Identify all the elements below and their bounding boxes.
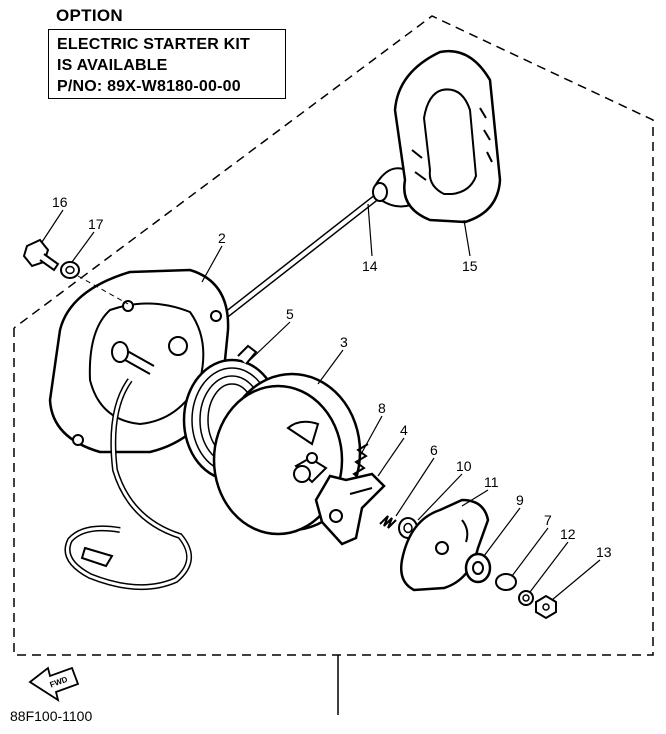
callout-14: 14: [362, 258, 378, 274]
callout-5: 5: [286, 306, 294, 322]
plain-washer: [495, 573, 517, 591]
callout-3: 3: [340, 334, 348, 350]
callout-2: 2: [218, 230, 226, 246]
return-spring: [379, 515, 397, 529]
option-heading: OPTION: [56, 6, 123, 25]
callout-10: 10: [456, 458, 472, 474]
callout-7: 7: [544, 512, 552, 528]
kit-note-line-2: IS AVAILABLE: [57, 57, 168, 74]
callout-8: 8: [378, 400, 386, 416]
starter-housing: [48, 268, 230, 454]
nut: [535, 594, 557, 620]
callout-11: 11: [484, 474, 499, 490]
spring-washer: [518, 590, 534, 606]
kit-note-part-number: P/NO: 89X-W8180-00-00: [57, 78, 241, 95]
bolt: [22, 238, 60, 272]
callout-15: 15: [462, 258, 478, 274]
callout-6: 6: [430, 442, 438, 458]
washer: [60, 261, 80, 279]
callout-9: 9: [516, 492, 524, 508]
callout-13: 13: [596, 544, 612, 560]
diagram-code: 88F100-1100: [10, 708, 93, 724]
callout-16: 16: [52, 194, 68, 210]
leader-lines: [41, 203, 601, 601]
callout-4: 4: [400, 422, 408, 438]
drive-pawl: [314, 472, 386, 546]
kit-note-line-1: ELECTRIC STARTER KIT: [57, 36, 251, 53]
starter-handle: [393, 49, 502, 224]
collar: [464, 552, 492, 584]
fwd-arrow-icon: FWD: [28, 666, 80, 702]
callout-17: 17: [88, 216, 104, 232]
callout-12: 12: [560, 526, 576, 542]
kit-note-box: ELECTRIC STARTER KIT IS AVAILABLE P/NO: …: [48, 29, 286, 99]
assembly-boundary: [13, 15, 654, 656]
